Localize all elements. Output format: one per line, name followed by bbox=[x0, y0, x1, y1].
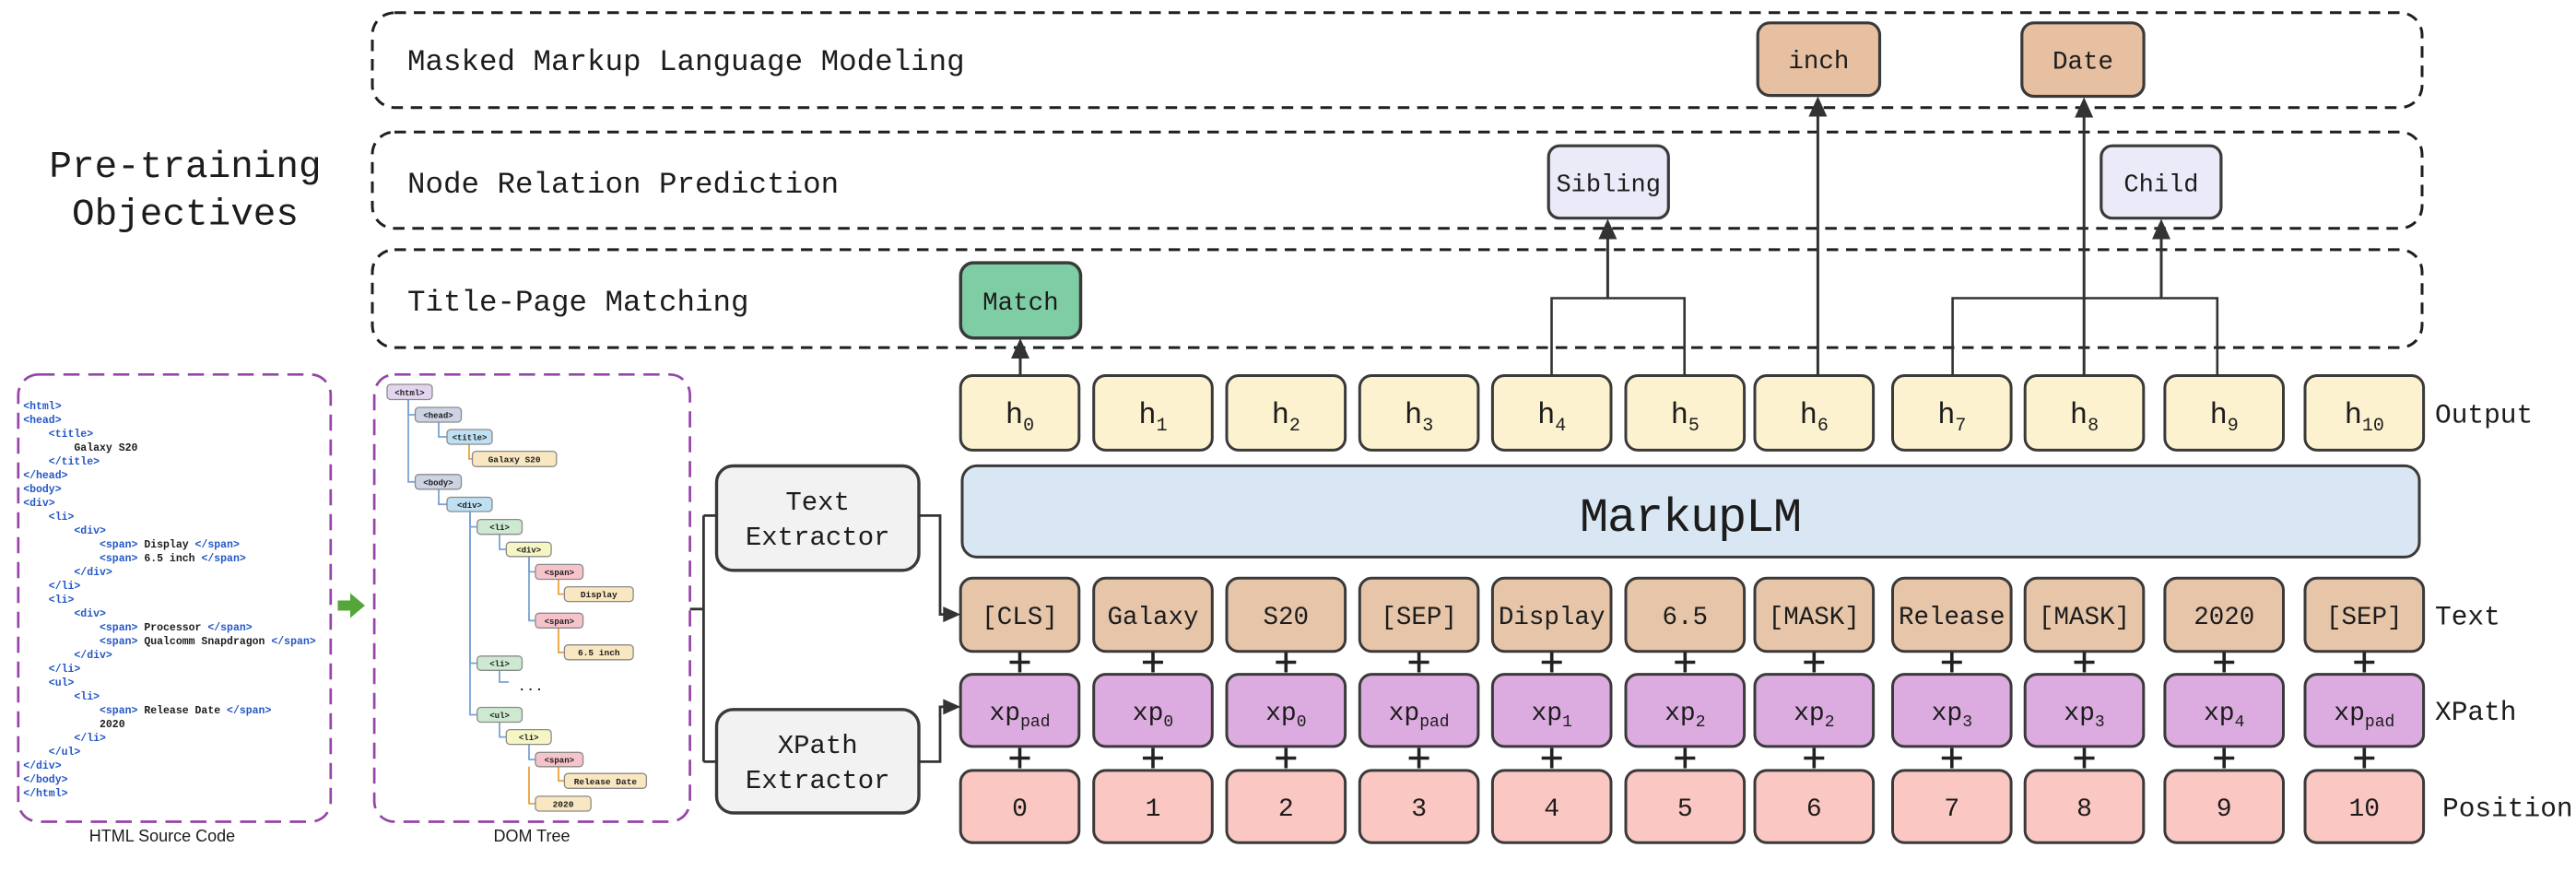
svg-text:Objectives: Objectives bbox=[72, 194, 299, 237]
svg-text:<span> Display </span>: <span> Display </span> bbox=[100, 539, 240, 551]
svg-text:6: 6 bbox=[1806, 795, 1822, 824]
svg-text:<span> Qualcomm Snapdragon </s: <span> Qualcomm Snapdragon </span> bbox=[100, 636, 316, 648]
svg-text:[SEP]: [SEP] bbox=[2326, 604, 2403, 632]
svg-text:[MASK]: [MASK] bbox=[2039, 604, 2130, 632]
svg-text:Match: Match bbox=[982, 289, 1059, 318]
svg-text:<head>: <head> bbox=[423, 412, 453, 421]
svg-text:0: 0 bbox=[1012, 795, 1028, 824]
svg-text:Extractor: Extractor bbox=[746, 766, 890, 796]
svg-text:XPath: XPath bbox=[2435, 697, 2517, 728]
svg-text:<div>: <div> bbox=[74, 608, 106, 620]
svg-text:Date: Date bbox=[2053, 49, 2113, 77]
svg-text:h5: h5 bbox=[1671, 398, 1700, 437]
svg-text:5: 5 bbox=[1677, 795, 1693, 824]
svg-text:Release Date: Release Date bbox=[574, 777, 638, 787]
svg-text:S20: S20 bbox=[1264, 604, 1310, 632]
svg-text:xp3: xp3 bbox=[1932, 700, 1972, 732]
svg-text:<div>: <div> bbox=[516, 547, 541, 556]
svg-text:1: 1 bbox=[1146, 795, 1161, 824]
svg-text:</li>: </li> bbox=[49, 664, 81, 676]
svg-text:[CLS]: [CLS] bbox=[982, 604, 1058, 632]
svg-text:Child: Child bbox=[2123, 171, 2198, 199]
svg-text:<li>: <li> bbox=[519, 734, 539, 743]
svg-text:Text: Text bbox=[785, 488, 850, 518]
svg-text:Position: Position bbox=[2442, 794, 2573, 825]
svg-text:</div>: </div> bbox=[74, 567, 112, 579]
svg-text:<div>: <div> bbox=[23, 498, 55, 510]
svg-text:<li>: <li> bbox=[49, 512, 75, 524]
svg-text:<html>: <html> bbox=[394, 389, 424, 398]
svg-text:Title-Page Matching: Title-Page Matching bbox=[407, 286, 749, 320]
svg-text:<span>: <span> bbox=[545, 569, 574, 578]
svg-text:Masked Markup Language Modelin: Masked Markup Language Modeling bbox=[407, 45, 965, 79]
svg-text:Release: Release bbox=[1899, 604, 2006, 632]
svg-text:Galaxy S20: Galaxy S20 bbox=[74, 442, 137, 454]
svg-text:[MASK]: [MASK] bbox=[1769, 604, 1860, 632]
svg-text:2020: 2020 bbox=[2194, 604, 2254, 632]
svg-text:Text: Text bbox=[2435, 602, 2500, 633]
svg-text:[SEP]: [SEP] bbox=[1381, 604, 1457, 632]
svg-text:<span>: <span> bbox=[545, 757, 574, 766]
svg-text:<span> Processor </span>: <span> Processor </span> bbox=[100, 622, 253, 634]
svg-text:<body>: <body> bbox=[23, 484, 62, 496]
svg-text:Output: Output bbox=[2435, 400, 2533, 431]
svg-text:Node Relation Prediction: Node Relation Prediction bbox=[407, 168, 839, 202]
svg-text:</div>: </div> bbox=[23, 760, 62, 772]
svg-text:</ul>: </ul> bbox=[49, 747, 81, 759]
svg-text:<title>: <title> bbox=[453, 434, 488, 443]
svg-text:</body>: </body> bbox=[23, 774, 67, 786]
svg-text:MarkupLM: MarkupLM bbox=[1580, 491, 1801, 546]
svg-text:HTML Source Code: HTML Source Code bbox=[89, 827, 235, 845]
svg-text:<li>: <li> bbox=[489, 524, 510, 533]
svg-text:<div>: <div> bbox=[457, 501, 482, 511]
svg-text:Galaxy: Galaxy bbox=[1107, 604, 1198, 632]
svg-text:3: 3 bbox=[1411, 795, 1427, 824]
svg-text:Display: Display bbox=[581, 590, 618, 600]
svg-text:<head>: <head> bbox=[23, 415, 62, 427]
svg-text:</li>: </li> bbox=[49, 581, 81, 593]
svg-text:<html>: <html> bbox=[23, 401, 62, 413]
svg-text:<span>: <span> bbox=[545, 618, 574, 627]
svg-text:2020: 2020 bbox=[100, 719, 125, 731]
svg-text:2: 2 bbox=[1278, 795, 1294, 824]
svg-text:6.5: 6.5 bbox=[1663, 604, 1709, 632]
svg-text:<li>: <li> bbox=[74, 691, 100, 703]
svg-text:Sibling: Sibling bbox=[1556, 171, 1660, 199]
svg-text:Pre-training: Pre-training bbox=[49, 147, 321, 189]
svg-text:DOM Tree: DOM Tree bbox=[493, 827, 570, 845]
svg-text:8: 8 bbox=[2076, 795, 2092, 824]
svg-text:<span> Release Date </span>: <span> Release Date </span> bbox=[100, 705, 271, 717]
svg-text:Display: Display bbox=[1499, 604, 1606, 632]
svg-text:</head>: </head> bbox=[23, 470, 67, 482]
svg-text:<ul>: <ul> bbox=[489, 712, 510, 721]
svg-text:inch: inch bbox=[1788, 48, 1849, 77]
svg-text:</div>: </div> bbox=[74, 650, 112, 662]
svg-text:<title>: <title> bbox=[49, 429, 93, 441]
svg-text:<li>: <li> bbox=[489, 660, 510, 669]
svg-text:<li>: <li> bbox=[49, 594, 75, 606]
svg-text:Galaxy S20: Galaxy S20 bbox=[488, 454, 541, 465]
svg-text:<span> 6.5 inch </span>: <span> 6.5 inch </span> bbox=[100, 553, 246, 565]
svg-text:...: ... bbox=[518, 680, 544, 695]
svg-text:XPath: XPath bbox=[778, 731, 858, 761]
svg-text:6.5 inch: 6.5 inch bbox=[578, 648, 620, 658]
svg-text:</html>: </html> bbox=[23, 788, 67, 800]
svg-text:7: 7 bbox=[1944, 795, 1959, 824]
svg-text:<div>: <div> bbox=[74, 525, 106, 537]
svg-text:10: 10 bbox=[2348, 795, 2380, 824]
svg-text:2020: 2020 bbox=[553, 799, 574, 809]
svg-text:4: 4 bbox=[1544, 795, 1559, 824]
svg-text:Extractor: Extractor bbox=[746, 523, 890, 553]
svg-text:<body>: <body> bbox=[423, 478, 453, 488]
svg-text:9: 9 bbox=[2217, 795, 2232, 824]
svg-text:h8: h8 bbox=[2070, 398, 2099, 437]
svg-text:<ul>: <ul> bbox=[49, 677, 75, 689]
svg-text:</li>: </li> bbox=[74, 733, 106, 745]
svg-text:</title>: </title> bbox=[49, 456, 100, 468]
